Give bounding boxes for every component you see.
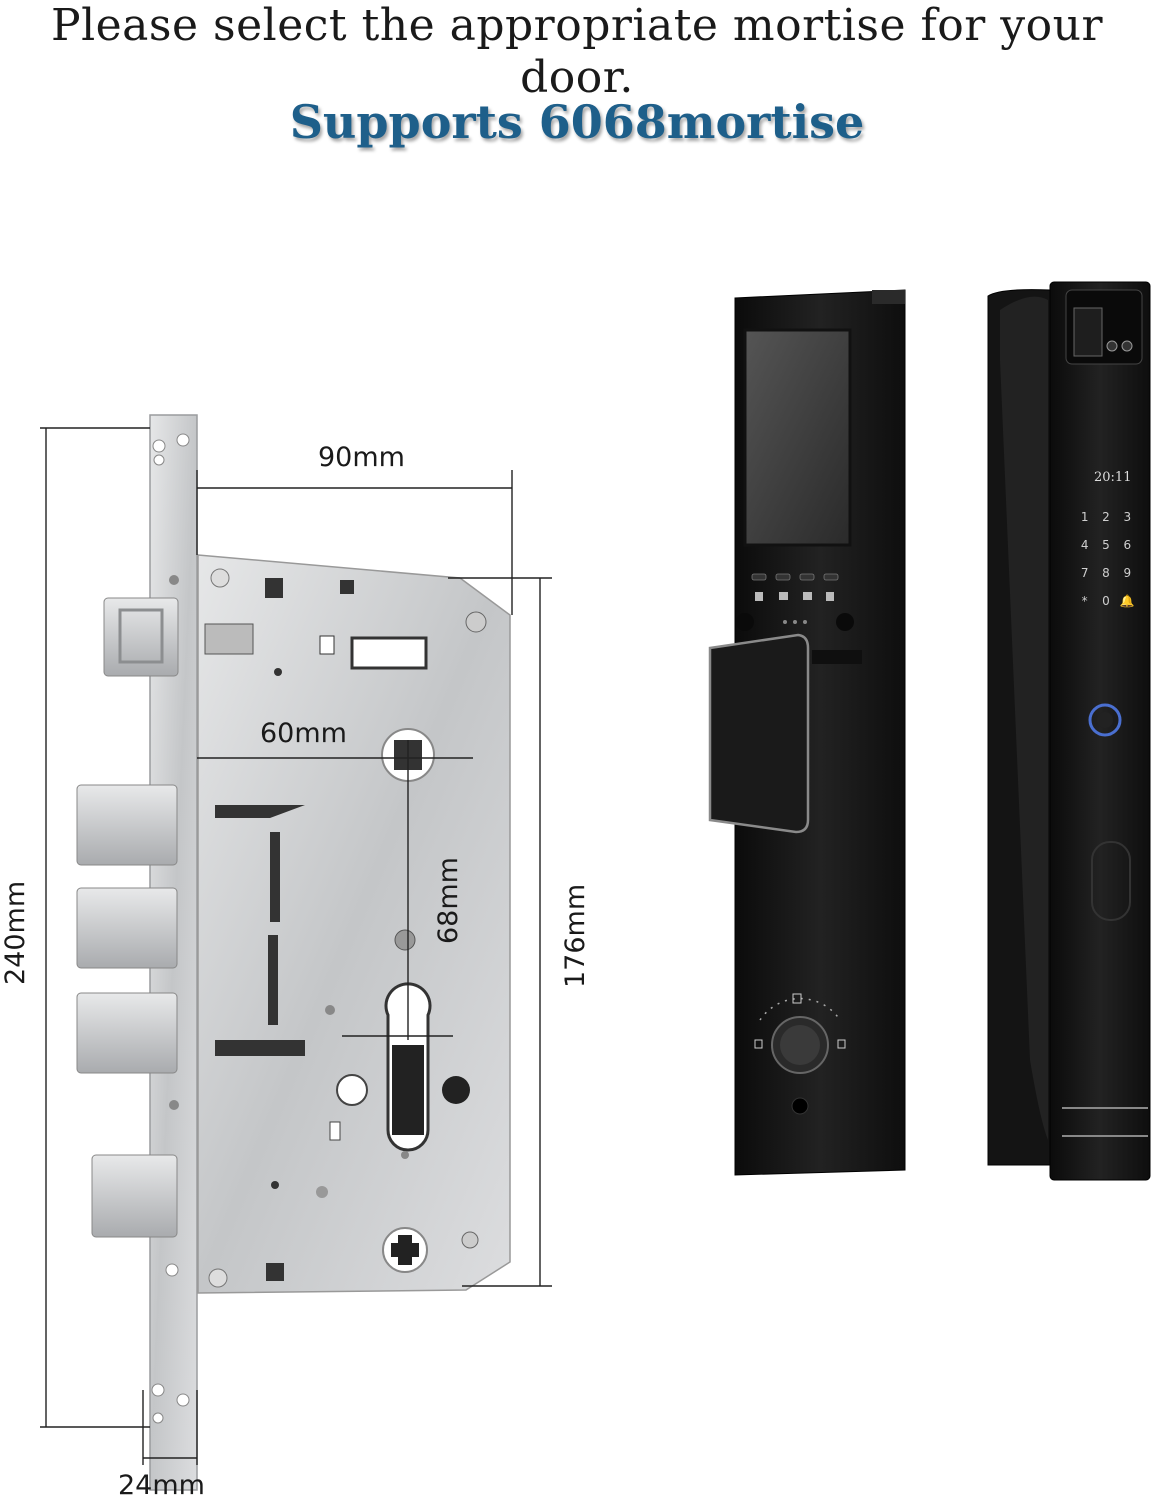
keypad-key: 0 (1102, 594, 1110, 608)
keypad-key: 5 (1102, 538, 1110, 552)
lock-screen (743, 328, 852, 547)
deadbolt-1 (76, 784, 178, 866)
dimension-height-label: 240mm (0, 880, 31, 985)
latch-bolt (103, 597, 179, 677)
keypad-key: 3 (1123, 510, 1132, 524)
smart-lock-front (708, 289, 906, 1176)
keypad-key: * (1081, 594, 1088, 608)
lock-time-display: 20:11 (1094, 470, 1132, 485)
dimension-center-distance-label: 68mm (433, 857, 464, 944)
keypad-key: 6 (1123, 538, 1132, 552)
keypad: 1 2 3 4 5 6 7 8 9 * 0 🔔 (1074, 510, 1138, 608)
keypad-key: 1 (1080, 510, 1089, 524)
dimension-backset-label: 60mm (260, 718, 347, 749)
dimension-width-label: 90mm (318, 442, 405, 473)
dimension-lines (40, 427, 552, 1465)
keypad-key: 7 (1080, 566, 1089, 580)
keypad-key: 8 (1102, 566, 1110, 580)
smart-lock-back (987, 281, 1151, 1181)
keypad-key: 🔔 (1119, 594, 1135, 608)
deadbolt-2 (76, 887, 178, 969)
dimension-faceplate-label: 24mm (118, 1470, 205, 1501)
page-subtitle: Supports 6068mortise (289, 95, 865, 149)
page-title: Please select the appropriate mortise fo… (50, 0, 1104, 103)
keypad-key: 9 (1123, 566, 1132, 580)
lock-handle (708, 633, 810, 834)
dimension-body-height-label: 176mm (560, 883, 591, 988)
keypad-key: 2 (1102, 510, 1110, 524)
keypad-key: 4 (1080, 538, 1089, 552)
mortise-lock (76, 414, 511, 1491)
deadbolt-4 (91, 1154, 178, 1238)
deadbolt-3 (76, 992, 178, 1074)
